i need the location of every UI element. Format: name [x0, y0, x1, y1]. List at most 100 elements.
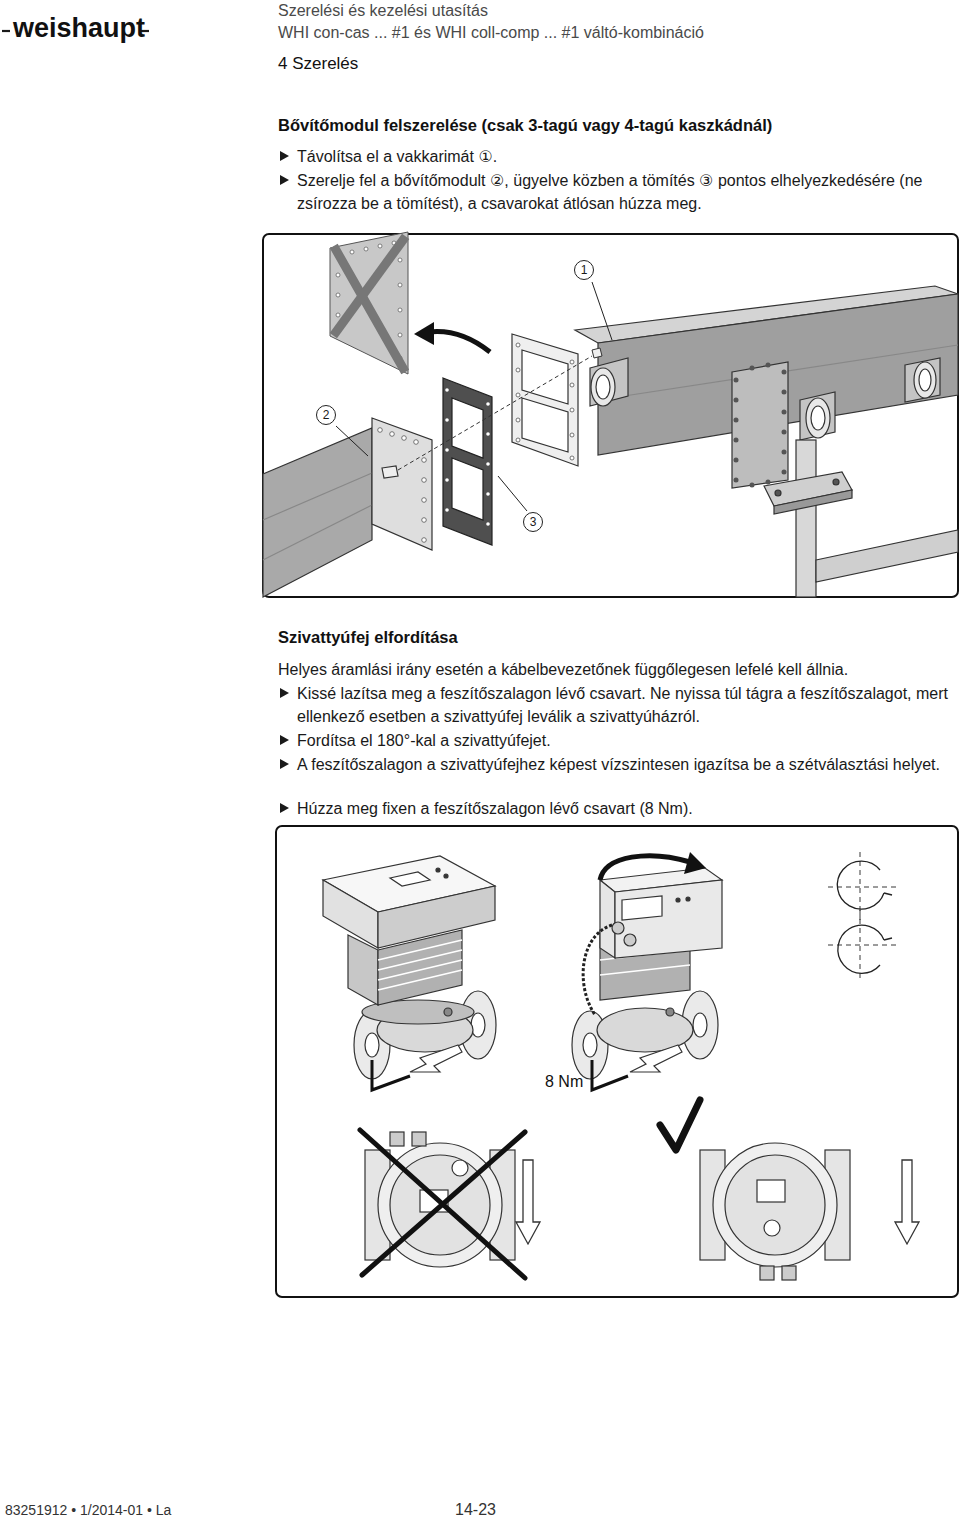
header-pipe: [570, 383, 574, 387]
instruction-step: Távolítsa el a vakkarimát ①.: [297, 145, 952, 168]
header-pipe: [750, 366, 755, 371]
band-detail: [838, 925, 884, 973]
remove-arrow: [414, 322, 490, 352]
header-pipe: [734, 363, 787, 488]
header-pipe: [766, 480, 771, 485]
header-pipe: [734, 418, 739, 423]
header-pipe: [591, 368, 615, 406]
pump-left: [436, 868, 440, 872]
gasket: [486, 432, 490, 436]
pump-right: [624, 934, 636, 946]
pump-left: [378, 960, 462, 980]
pump-right: [583, 1033, 597, 1057]
header-pipe: [766, 363, 771, 368]
expansion-module: [263, 428, 372, 597]
header-pipe: [734, 458, 739, 463]
cross-mark: [362, 1132, 525, 1275]
header-pipe: [596, 375, 610, 399]
pump-right: [676, 898, 680, 902]
header-pipe: [800, 392, 835, 440]
header-pipe: [732, 362, 788, 488]
gasket: [445, 388, 490, 526]
band-detail: [860, 910, 861, 980]
header-pipe: [905, 358, 940, 402]
pump-left: [410, 1045, 462, 1072]
instruction-step: Fordítsa el 180°-kal a szivattyúfejet.: [297, 729, 952, 752]
header-pipe: [734, 438, 739, 443]
header-pipe: [796, 440, 816, 597]
cross-mark: [360, 1130, 525, 1278]
header-pipe: [516, 418, 520, 422]
header-pipe: [522, 398, 568, 452]
pump-right: [600, 880, 615, 958]
expansion-module: [378, 428, 427, 543]
pump-right: [592, 1060, 628, 1090]
instruction-step: A feszítőszalagon a szivattyúfejhez képe…: [297, 753, 952, 776]
gasket: [486, 402, 490, 406]
header-pipe: [774, 490, 852, 514]
expansion-module: [372, 418, 432, 550]
leader-line: [336, 282, 612, 511]
pump-right: [686, 897, 690, 901]
gasket: [486, 492, 490, 496]
header-pipe: [516, 343, 520, 347]
expansion-module: [263, 505, 372, 560]
pump-front-correct: [764, 1220, 780, 1236]
cross-mark: [336, 240, 403, 368]
cross-mark: [360, 1130, 525, 1278]
header-pipe: [590, 358, 628, 406]
pump-left: [378, 970, 462, 990]
header-pipe: [734, 478, 739, 483]
rotate-arrow: [600, 856, 690, 880]
pump-left: [323, 880, 378, 948]
gasket: [445, 508, 449, 512]
check-mark: [660, 1100, 700, 1150]
header-pipe: [516, 368, 520, 372]
pump-right: [693, 1013, 707, 1037]
leader-line: [592, 282, 612, 340]
rotate-arrow: [600, 852, 706, 880]
gasket: [452, 458, 483, 520]
header-pipe: [782, 450, 787, 455]
band-detail: [837, 861, 884, 909]
cross-mark: [336, 240, 403, 332]
header-pipe: [919, 369, 931, 391]
bullet-marker: [280, 735, 289, 745]
pump-left: [323, 856, 496, 1090]
blind-flange: [330, 232, 408, 374]
section-heading: Szivattyúfej elfordítása: [278, 625, 948, 649]
blind-flange: [350, 250, 354, 254]
header-pipe: [516, 393, 520, 397]
gasket: [486, 462, 490, 466]
figure-frame: [276, 826, 958, 1297]
header-pipe: [833, 479, 839, 485]
header-pipe: [570, 360, 574, 364]
instruction-step: Húzza meg fixen a feszítőszalagon lévő c…: [297, 797, 952, 820]
band-detail: [828, 852, 898, 980]
header-text: WHI con-cas ... #1 és WHI coll-comp ... …: [278, 22, 948, 44]
band-detail: [828, 887, 898, 888]
pump-right: [630, 1045, 682, 1072]
figure-frame: [263, 234, 958, 1297]
leader-line: [336, 426, 368, 456]
callout-number: 1: [574, 260, 594, 280]
header-pipe: [516, 343, 574, 460]
bullet-marker: [280, 151, 289, 161]
pump-front-correct: [782, 1266, 796, 1280]
callout-number: 2: [316, 405, 336, 425]
pump-left: [444, 1008, 452, 1016]
assembly-line: [398, 356, 592, 470]
remove-arrow: [414, 322, 434, 345]
gasket: [452, 398, 483, 458]
band-detail: [884, 893, 892, 895]
gasket: [445, 478, 449, 482]
blind-flange: [378, 244, 382, 248]
assembly-line: [398, 356, 592, 470]
pump-left: [372, 1060, 410, 1090]
pump-front-wrong: [452, 1160, 468, 1176]
logo-dash: [2, 30, 10, 32]
header-pipe: [734, 398, 739, 403]
gasket: [443, 378, 492, 545]
bullet-marker: [280, 688, 289, 698]
